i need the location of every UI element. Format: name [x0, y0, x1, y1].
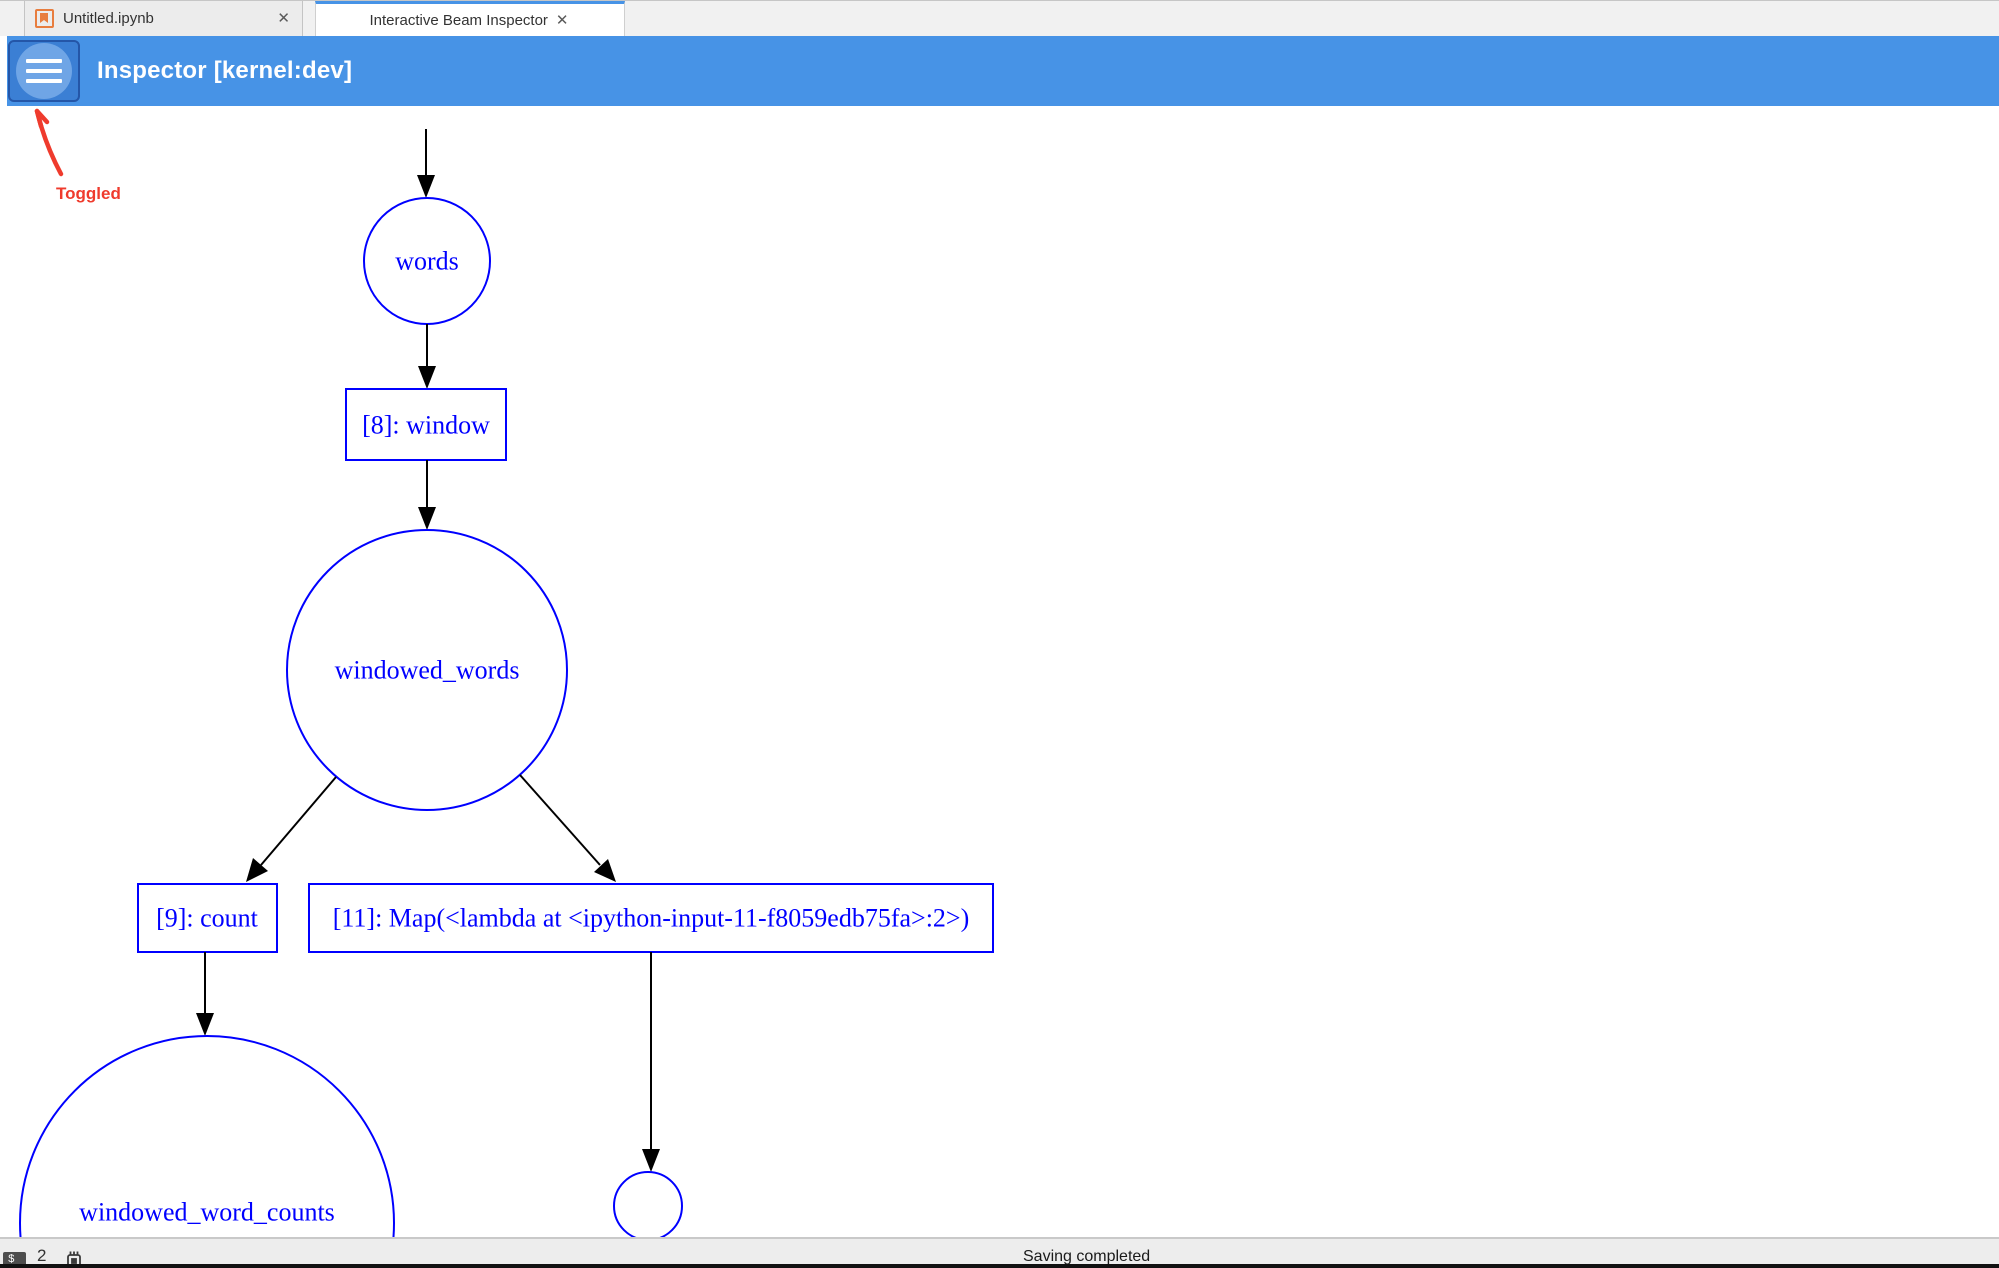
node-windowed-word-counts[interactable]: windowed_word_counts: [19, 1035, 395, 1237]
edge-into-words: [417, 129, 435, 198]
node-count-transform[interactable]: [9]: count: [137, 883, 278, 953]
node-label: words: [395, 247, 459, 276]
pipeline-graph: words [8]: window windowed_words: [19, 108, 994, 1237]
node-anonymous-output[interactable]: [613, 1171, 683, 1237]
edge-map-to-output: [642, 952, 660, 1172]
node-map-transform[interactable]: [11]: Map(<lambda at <ipython-input-11-f…: [308, 883, 994, 953]
annotation-arrow-icon: [34, 108, 64, 177]
hamburger-menu-button[interactable]: [8, 40, 80, 102]
tab-interactive-beam-inspector[interactable]: Interactive Beam Inspector ✕: [315, 1, 625, 36]
tab-label: Interactive Beam Inspector: [369, 11, 548, 29]
node-windowed-words[interactable]: windowed_words: [286, 529, 568, 811]
annotation-toggled-label: Toggled: [56, 184, 121, 203]
node-label: [8]: window: [362, 411, 490, 440]
close-icon[interactable]: ✕: [555, 11, 569, 29]
tab-bar: Untitled.ipynb ✕ Interactive Beam Inspec…: [0, 0, 1999, 36]
node-label: [11]: Map(<lambda at <ipython-input-11-f…: [333, 904, 970, 933]
edge-windowed-words-to-map: [519, 774, 616, 882]
node-window-transform[interactable]: [8]: window: [345, 388, 507, 461]
status-bar: $ 2 Saving completed: [0, 1237, 1999, 1268]
node-words[interactable]: words: [363, 197, 491, 325]
notebook-icon: [35, 9, 54, 28]
tab-label: Untitled.ipynb: [63, 10, 154, 27]
inspector-header: Inspector [kernel:dev]: [7, 36, 1999, 106]
node-label: windowed_word_counts: [79, 1198, 335, 1227]
window-bottom-edge: [0, 1264, 1999, 1268]
edge-window-to-windowed-words: [418, 460, 436, 530]
hamburger-menu-icon: [16, 43, 72, 99]
pipeline-graph-canvas: words [8]: window windowed_words: [0, 106, 1999, 1237]
edge-words-to-window: [418, 324, 436, 389]
tab-untitled-notebook[interactable]: Untitled.ipynb ✕: [24, 1, 303, 36]
status-message: Saving completed: [1023, 1248, 1151, 1265]
running-kernels-count[interactable]: 2: [37, 1246, 47, 1265]
node-label: windowed_words: [335, 656, 520, 685]
edge-windowed-words-to-count: [246, 776, 337, 882]
page-title: Inspector [kernel:dev]: [97, 57, 353, 84]
close-icon[interactable]: ✕: [277, 10, 290, 27]
edge-count-to-windowed-word-counts: [196, 952, 214, 1036]
node-label: [9]: count: [156, 904, 259, 933]
